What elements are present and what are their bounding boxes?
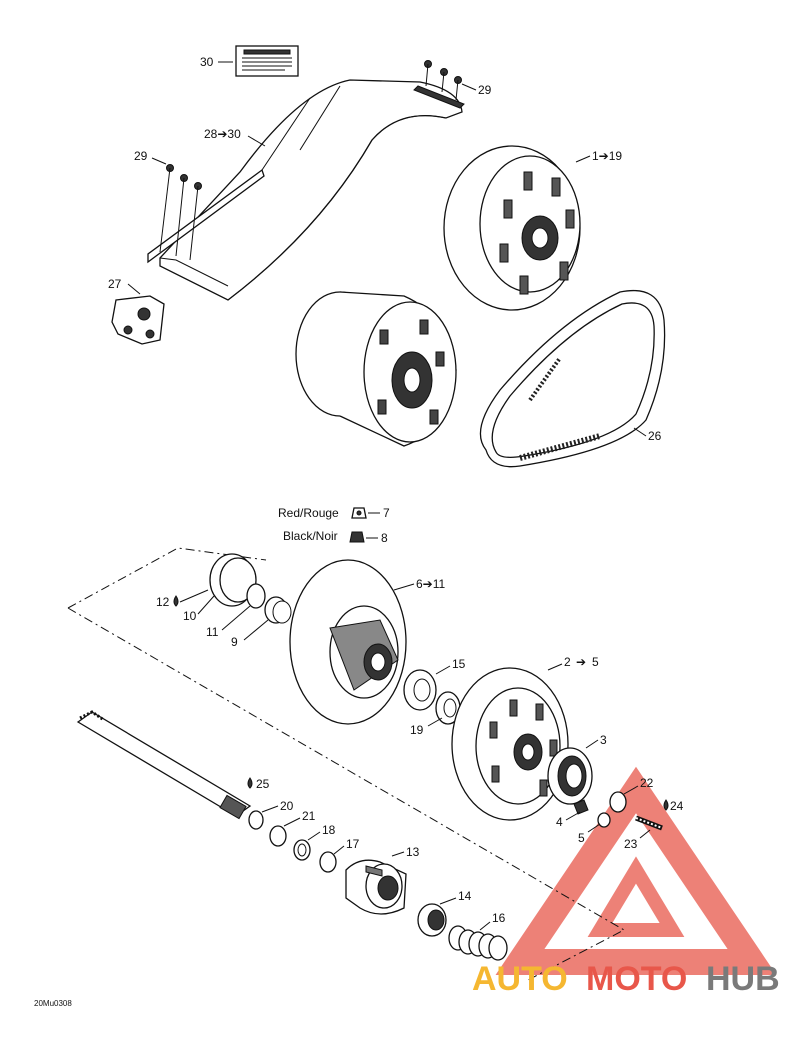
- colour-key-red: Red/Rouge: [278, 506, 339, 520]
- callout-30: 30: [200, 55, 214, 69]
- fixed-sheave: [289, 559, 407, 725]
- oil-drop-icon-25: [247, 777, 253, 789]
- bushing-5: [597, 812, 611, 828]
- callout-1-19: 1➔19: [592, 149, 622, 163]
- shim-washer: [435, 691, 461, 725]
- callout-16: 16: [492, 911, 506, 925]
- colour-key-black: Black/Noir: [283, 529, 338, 543]
- callout-18: 18: [322, 823, 336, 837]
- spacer-ring: [209, 553, 257, 607]
- callout-21: 21: [302, 809, 316, 823]
- svg-text:➔: ➔: [576, 655, 586, 669]
- callout-7: 7: [383, 506, 390, 520]
- callout-9: 9: [231, 635, 238, 649]
- callout-19: 19: [410, 723, 424, 737]
- oil-drop-icon-24: [663, 799, 669, 811]
- callout-23: 23: [624, 837, 638, 851]
- washer-22: [609, 791, 627, 813]
- clutch-spring: [448, 925, 508, 961]
- cap-screw-23: [635, 815, 663, 831]
- ring-17: [319, 851, 337, 873]
- warning-decal: [235, 45, 299, 77]
- thrust-washer: [403, 669, 437, 711]
- screws-top: [413, 60, 465, 109]
- ring-18: [293, 839, 311, 861]
- weight-icon-red: [351, 507, 367, 519]
- drawing-code: 20Mu0308: [34, 999, 72, 1008]
- sheave-cover: [547, 747, 593, 805]
- nut-4: [573, 799, 589, 815]
- callout-24: 24: [670, 799, 684, 813]
- callout-4: 4: [556, 815, 563, 829]
- drive-pulley-assembly: [295, 291, 457, 447]
- callout-3: 3: [600, 733, 607, 747]
- weight-icon-black: [349, 531, 365, 543]
- callout-29-left: 29: [134, 149, 148, 163]
- spider-assembly: [345, 859, 407, 915]
- callout-14: 14: [458, 889, 472, 903]
- callout-13: 13: [406, 845, 420, 859]
- belt-guard: [147, 79, 463, 301]
- callout-10: 10: [183, 609, 197, 623]
- o-ring: [246, 583, 266, 609]
- callout-17: 17: [346, 837, 360, 851]
- ring-20: [248, 810, 264, 830]
- crankshaft: [76, 710, 252, 820]
- watermark-triangle-logo: [495, 766, 777, 975]
- callout-15: 15: [452, 657, 466, 671]
- watermark-wordmark: AUTO MOTO HUB: [472, 960, 780, 998]
- callout-20: 20: [280, 799, 294, 813]
- ring-21: [269, 825, 287, 847]
- callout-22: 22: [640, 776, 654, 790]
- callout-2-5: 5: [592, 655, 599, 669]
- callout-28-30: 28➔30: [204, 127, 241, 141]
- drive-belt: [479, 289, 666, 468]
- driven-pulley-assembly: [443, 145, 581, 311]
- mounting-bracket: [111, 295, 165, 345]
- callout-range-start: 2: [564, 655, 571, 669]
- watermark-auto: AUTO: [472, 960, 568, 998]
- bushing-14: [417, 903, 447, 937]
- callout-5: 5: [578, 831, 585, 845]
- callout-26: 26: [648, 429, 662, 443]
- callout-29-top: 29: [478, 83, 492, 97]
- callout-11: 11: [206, 625, 219, 639]
- sliding-sheave: [451, 667, 569, 821]
- bushing: [264, 596, 292, 624]
- callout-12: 12: [156, 595, 170, 609]
- callout-8: 8: [381, 531, 388, 545]
- callout-27: 27: [108, 277, 122, 291]
- screws-left: [159, 164, 202, 261]
- watermark-hub: HUB: [706, 960, 780, 998]
- callout-25: 25: [256, 777, 270, 791]
- callout-6-11: 6➔11: [416, 577, 446, 591]
- oil-drop-icon: [173, 595, 179, 607]
- watermark-moto: MOTO: [586, 960, 687, 998]
